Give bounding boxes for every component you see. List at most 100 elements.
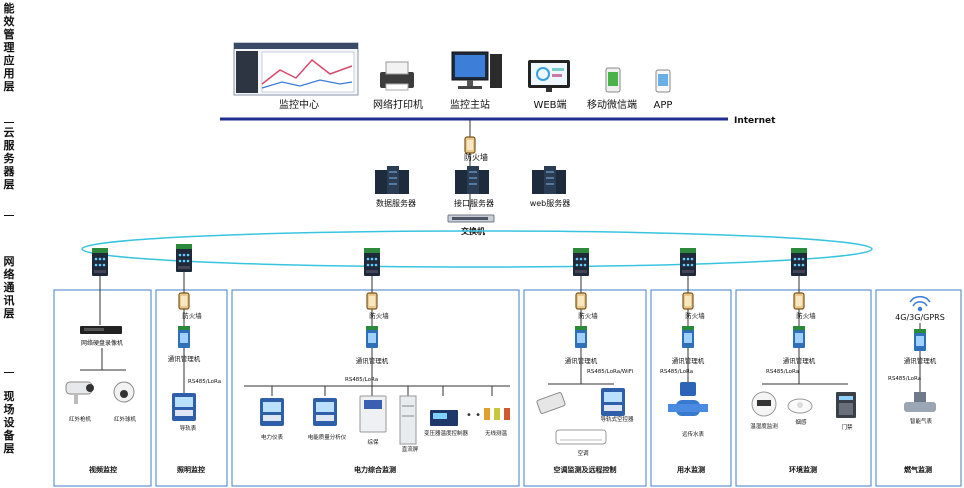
firewall-icon <box>575 292 587 310</box>
protection-relay-icon <box>359 395 387 433</box>
printer-icon <box>380 61 414 91</box>
remote-controller-icon <box>536 392 566 414</box>
comm-manager-icon <box>682 326 694 348</box>
device-label: 电力仪表 <box>261 433 284 441</box>
din-ac-controller-icon <box>601 388 625 416</box>
data-server-icon <box>374 165 410 195</box>
internet-label: Internet <box>734 116 776 126</box>
device-label: 电能质量分析仪 <box>308 433 347 441</box>
top-item-label: APP <box>654 100 673 111</box>
gas-meter-icon <box>904 392 936 412</box>
server-label: 接口服务器 <box>454 198 494 208</box>
protocol-label: RS485/LoRa <box>766 369 799 375</box>
layer-label-field: 现场设备层 <box>3 390 15 455</box>
wifi-signal-icon <box>909 295 931 312</box>
device-label: 门禁 <box>841 423 853 431</box>
svg-text:• • •: • • • <box>466 410 490 421</box>
section-title: 用水监测 <box>677 465 705 474</box>
protocol-label: RS485/LoRa/WiFi <box>587 369 634 375</box>
layer-separator <box>4 122 14 123</box>
top-item-label: 移动微信端 <box>587 98 637 111</box>
network-ring <box>81 230 873 268</box>
monitor-center-screen <box>233 42 359 96</box>
section-title: 视频监控 <box>89 465 117 474</box>
ring-switch-icon <box>176 244 192 272</box>
core-switch-icon <box>447 214 495 223</box>
firewall-label: 防火墙 <box>182 311 202 320</box>
device-label: 导轨表 <box>180 424 197 432</box>
gprs-label: 4G/3G/GPRS <box>895 313 945 322</box>
comm-manager-icon <box>793 326 805 348</box>
comm-manager-icon <box>914 329 926 351</box>
section-title: 照明监控 <box>177 465 205 474</box>
comm-manager-label: 通讯管理机 <box>904 356 937 365</box>
cloud-firewall-label: 防火墙 <box>464 152 488 162</box>
protocol-label: RS485/LoRa <box>345 377 378 383</box>
switch-drop-lines <box>99 272 800 345</box>
protocol-label: RS485/LoRa <box>888 376 921 382</box>
nvr-icon <box>80 326 122 334</box>
power-meter-icon <box>260 398 284 426</box>
din-meter-icon <box>172 393 196 421</box>
comm-manager-icon <box>366 326 378 348</box>
access-control-icon <box>836 392 856 418</box>
interface-server-icon <box>454 165 490 195</box>
ring-switch-icon <box>791 248 807 276</box>
power-quality-analyzer-icon <box>313 398 337 426</box>
layer-separator <box>4 372 14 373</box>
ring-switch-icon <box>92 248 108 276</box>
firewall-icon <box>178 292 190 310</box>
device-label: 红外枪机 <box>69 415 92 423</box>
web-client-icon <box>528 60 570 92</box>
wireless-temp-sensor-icon: • • • <box>466 408 510 421</box>
smoke-detector-icon <box>787 398 813 414</box>
device-label: 烟感 <box>795 418 807 426</box>
ring-switch-icon <box>364 248 380 276</box>
app-client-icon <box>655 69 671 93</box>
firewall-label: 防火墙 <box>369 311 389 320</box>
section-title: 电力综合监测 <box>354 465 396 474</box>
protocol-label: RS485/LoRa <box>188 379 221 385</box>
top-item-label: 监控主站 <box>450 98 490 111</box>
humidity-sensor-icon <box>751 391 777 417</box>
firewall-label: 防火墙 <box>578 311 598 320</box>
layer-label-app: 能效管理应用层 <box>3 2 15 93</box>
dome-camera-icon <box>113 381 135 403</box>
section-boxes <box>53 289 962 487</box>
main-station-icon <box>451 51 502 89</box>
device-label: 红外球机 <box>114 415 137 423</box>
section-title: 空调监测及远程控制 <box>554 465 617 474</box>
server-label: 数据服务器 <box>376 198 416 208</box>
server-label: web服务器 <box>530 198 571 208</box>
firewall-label: 防火墙 <box>796 311 816 320</box>
air-conditioner-icon <box>555 429 607 445</box>
firewall-icon <box>464 136 476 154</box>
web-server-icon <box>531 165 567 195</box>
device-label: 空调 <box>577 449 589 457</box>
transformer-temp-controller-icon <box>430 410 458 426</box>
device-label: 变压器温度控制器 <box>424 429 469 437</box>
device-label: 网络硬盘录像机 <box>81 339 123 347</box>
dc-panel-icon <box>399 395 417 445</box>
ring-switch-icon <box>573 248 589 276</box>
wechat-client-icon <box>605 67 621 93</box>
device-label: 综保 <box>367 438 379 446</box>
water-meter-icon <box>668 382 708 416</box>
layer-separator <box>4 215 14 216</box>
section-title: 燃气监测 <box>903 465 932 474</box>
device-label: 导轨式空控器 <box>600 415 634 423</box>
comm-manager-icon <box>178 326 190 348</box>
bullet-camera-icon <box>65 381 94 404</box>
device-label: 直流屏 <box>402 445 419 453</box>
device-label: 智能气表 <box>910 417 933 425</box>
ring-switch-icon <box>680 248 696 276</box>
firewall-label: 防火墙 <box>685 311 705 320</box>
top-item-label: WEB端 <box>533 98 566 111</box>
section-title: 环境监测 <box>789 465 817 474</box>
top-item-label: 监控中心 <box>279 98 319 111</box>
comm-manager-icon <box>575 326 587 348</box>
device-label: 远传水表 <box>682 430 705 438</box>
device-label: 无线测温 <box>485 429 508 437</box>
firewall-icon <box>793 292 805 310</box>
